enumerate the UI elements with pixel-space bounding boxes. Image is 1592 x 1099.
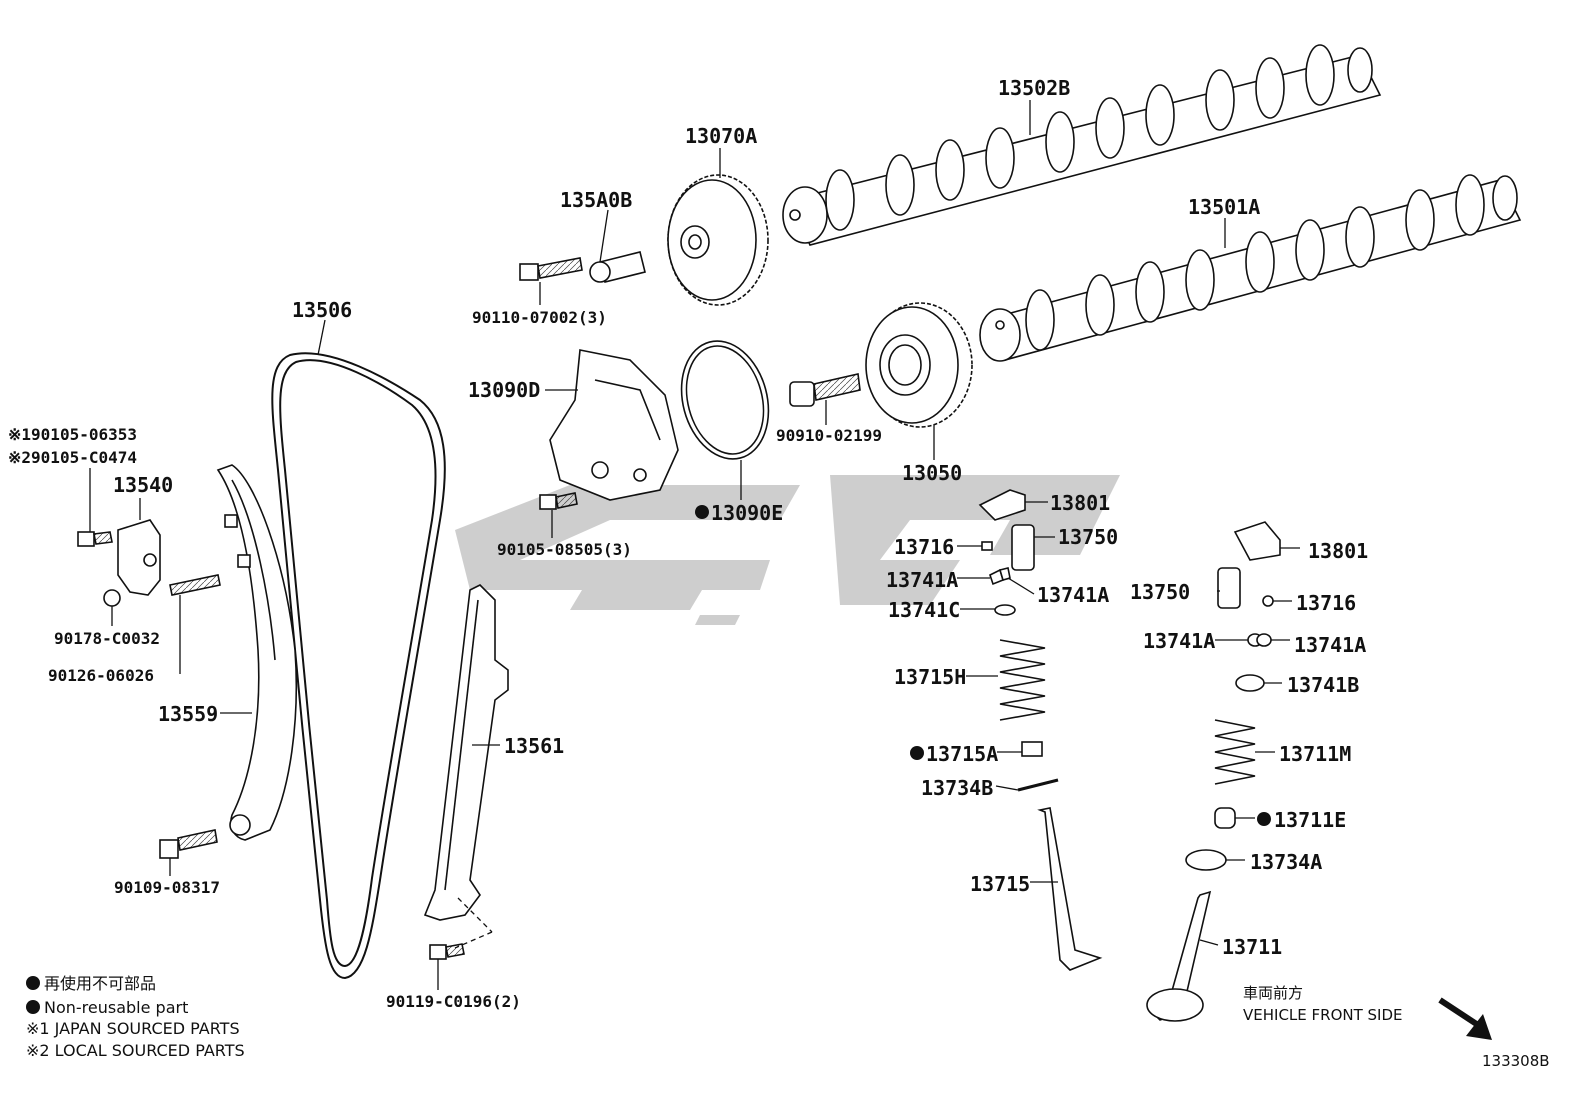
label-13801-b[interactable]: 13801 bbox=[1308, 539, 1369, 563]
retainer-13741B bbox=[1235, 674, 1265, 692]
direction-jp: 車両前方 bbox=[1243, 984, 1304, 1002]
valve-13715 bbox=[1037, 807, 1103, 971]
spring-13711M bbox=[1214, 719, 1256, 785]
label-13715A[interactable]: 13715A bbox=[926, 742, 999, 766]
label-13716-b[interactable]: 13716 bbox=[1296, 591, 1357, 615]
retainer-13741C bbox=[994, 604, 1016, 616]
label-13750-a[interactable]: 13750 bbox=[1058, 525, 1119, 549]
chain-slipper-13559 bbox=[216, 464, 298, 841]
seat-13734B bbox=[1017, 778, 1059, 792]
label-13711M[interactable]: 13711M bbox=[1279, 742, 1352, 766]
bullet-icon bbox=[26, 976, 40, 990]
oil-control-valve-135A0B bbox=[589, 251, 646, 283]
label-13715H[interactable]: 13715H bbox=[894, 665, 967, 689]
leader-lines bbox=[89, 100, 1300, 990]
label-13741B[interactable]: 13741B bbox=[1287, 673, 1360, 697]
vvt-gear-13070A bbox=[667, 174, 769, 306]
label-90109-08317[interactable]: 90109-08317 bbox=[114, 878, 220, 897]
label-90119-C0196[interactable]: 90119-C0196(2) bbox=[386, 992, 521, 1011]
bolt-90105-06353 bbox=[77, 531, 113, 547]
label-13070A[interactable]: 13070A bbox=[685, 124, 758, 148]
seal-13711E bbox=[1214, 807, 1236, 829]
label-13750-b[interactable]: 13750 bbox=[1130, 580, 1191, 604]
seat-13734A bbox=[1185, 849, 1227, 871]
spring-13715H bbox=[999, 639, 1046, 721]
gasket-13090E bbox=[680, 340, 770, 460]
label-90105-C0474[interactable]: ※290105-C0474 bbox=[8, 448, 137, 467]
cap-13716-a bbox=[981, 541, 993, 551]
label-13741A-a[interactable]: 13741A bbox=[886, 568, 959, 592]
non-reusable-dot-13715A bbox=[910, 746, 924, 760]
label-90105-08505[interactable]: 90105-08505(3) bbox=[497, 540, 632, 559]
label-90910-02199[interactable]: 90910-02199 bbox=[776, 426, 882, 445]
lash-adjuster-13750-b bbox=[1217, 567, 1241, 609]
label-13501A[interactable]: 13501A bbox=[1188, 195, 1261, 219]
label-13559[interactable]: 13559 bbox=[158, 702, 219, 726]
label-13711E[interactable]: 13711E bbox=[1274, 808, 1347, 832]
label-13050[interactable]: 13050 bbox=[902, 461, 963, 485]
valve-13711 bbox=[1146, 890, 1212, 1022]
label-13715[interactable]: 13715 bbox=[970, 872, 1031, 896]
legend-japan-sourced: ※1 JAPAN SOURCED PARTS bbox=[26, 1019, 240, 1038]
nut-90178-C0032 bbox=[103, 589, 121, 607]
keeper-13741A-a bbox=[989, 567, 1011, 586]
diagram-code: 133308B bbox=[1482, 1052, 1550, 1070]
bolt-90110-07002 bbox=[519, 257, 583, 281]
label-13741A-d[interactable]: 13741A bbox=[1294, 633, 1367, 657]
arrow-down-right-icon bbox=[1438, 997, 1492, 1040]
tensioner-13540 bbox=[117, 519, 161, 596]
label-13741A-c[interactable]: 13741A bbox=[1143, 629, 1216, 653]
bolt-90105-08505 bbox=[539, 492, 578, 510]
label-13561[interactable]: 13561 bbox=[504, 734, 565, 758]
label-13801-a[interactable]: 13801 bbox=[1050, 491, 1111, 515]
label-13741A-b[interactable]: 13741A bbox=[1037, 583, 1110, 607]
seal-13715A bbox=[1021, 741, 1043, 757]
label-90126-06026[interactable]: 90126-06026 bbox=[48, 666, 154, 685]
vvt-gear-13050 bbox=[865, 302, 973, 428]
watermark-logo bbox=[455, 475, 1120, 625]
label-13502B[interactable]: 13502B bbox=[998, 76, 1071, 100]
label-135A0B[interactable]: 135A0B bbox=[560, 188, 633, 212]
legend-non-reusable: Non-reusable part bbox=[26, 1000, 188, 1016]
cap-13716-b bbox=[1262, 595, 1274, 607]
label-13090D[interactable]: 13090D bbox=[468, 378, 541, 402]
chain-guide-13561 bbox=[423, 584, 509, 921]
camshaft-13502B bbox=[782, 44, 1382, 246]
stud-90126-06026 bbox=[169, 574, 221, 596]
cover-13090D bbox=[549, 349, 679, 501]
rocker-arm-13801-b bbox=[1233, 521, 1281, 561]
bolt-90109-08317 bbox=[159, 829, 218, 859]
label-13716-a[interactable]: 13716 bbox=[894, 535, 955, 559]
keeper-13741A-b bbox=[1247, 633, 1272, 647]
bullet-icon bbox=[26, 1000, 40, 1014]
direction-en: VEHICLE FRONT SIDE bbox=[1243, 1006, 1403, 1024]
non-reusable-dot-13090E bbox=[695, 505, 709, 519]
legend-local-sourced: ※2 LOCAL SOURCED PARTS bbox=[26, 1041, 245, 1060]
label-13506[interactable]: 13506 bbox=[292, 298, 353, 322]
label-13090E[interactable]: 13090E bbox=[711, 501, 784, 525]
label-90178-C0032[interactable]: 90178-C0032 bbox=[54, 629, 160, 648]
label-13540[interactable]: 13540 bbox=[113, 473, 174, 497]
label-13711[interactable]: 13711 bbox=[1222, 935, 1283, 959]
bolt-90910-02199 bbox=[789, 373, 861, 407]
label-13734A[interactable]: 13734A bbox=[1250, 850, 1323, 874]
timing-chain-13506 bbox=[271, 352, 446, 980]
camshaft-13501A bbox=[979, 174, 1522, 362]
legend-jp-non-reusable: 再使用不可部品 bbox=[26, 976, 156, 992]
label-90105-06353[interactable]: ※190105-06353 bbox=[8, 425, 137, 444]
label-13734B[interactable]: 13734B bbox=[921, 776, 994, 800]
non-reusable-dot-13711E bbox=[1257, 812, 1271, 826]
label-90110-07002[interactable]: 90110-07002(3) bbox=[472, 308, 607, 327]
label-13741C[interactable]: 13741C bbox=[888, 598, 961, 622]
lash-adjuster-13750-a bbox=[1011, 524, 1035, 571]
